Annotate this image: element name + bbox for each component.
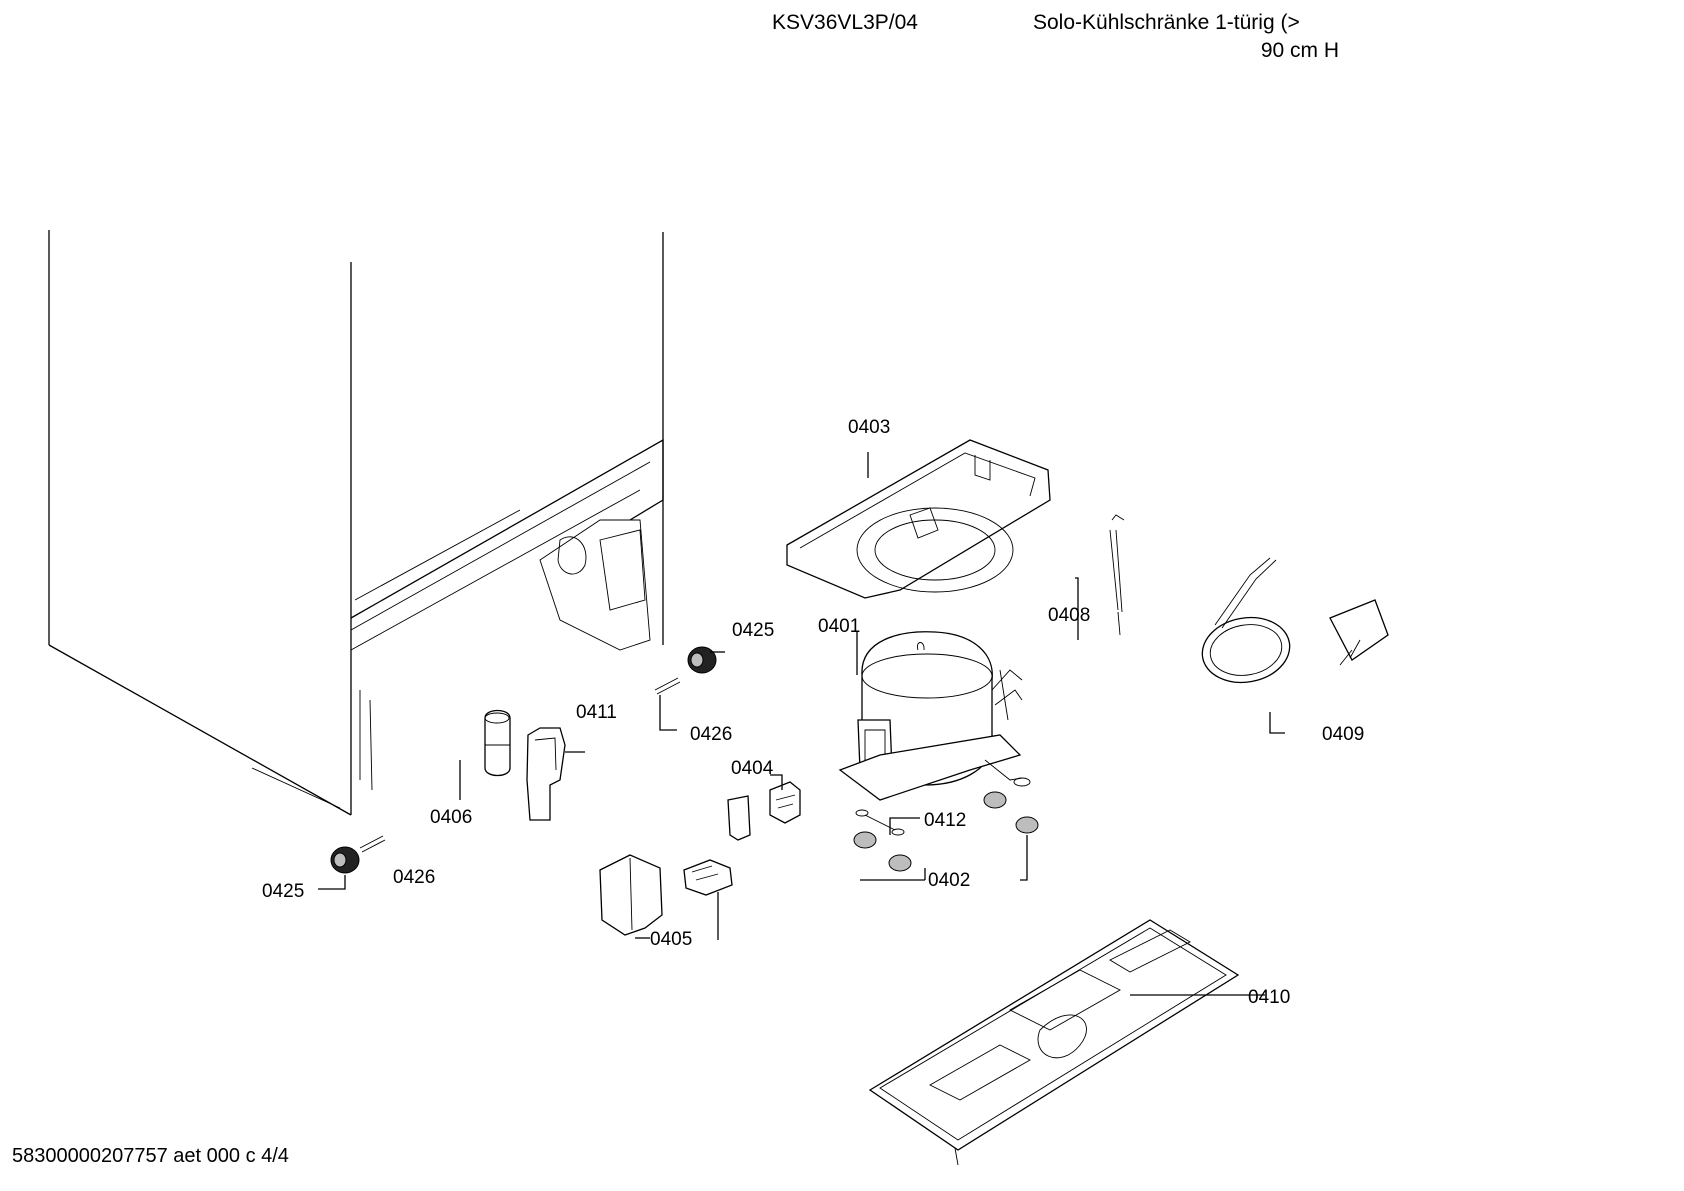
capacitor — [484, 709, 511, 777]
relay-bracket — [526, 727, 566, 821]
label-0426-lower: 0426 — [393, 867, 435, 888]
label-0406: 0406 — [430, 807, 472, 828]
leader-lines — [318, 452, 1285, 996]
label-0402: 0402 — [928, 870, 970, 891]
label-0426-upper: 0426 — [690, 724, 732, 745]
part-labels: 0403 0401 0408 0409 0410 0425 0426 0411 … — [262, 417, 1364, 1008]
label-0403: 0403 — [848, 417, 890, 438]
pin-upper — [654, 677, 681, 695]
label-0425-upper: 0425 — [732, 620, 774, 641]
temperature-sensor — [1109, 514, 1125, 636]
thermostat-0404 — [727, 781, 801, 841]
levelling-foot-upper — [687, 646, 717, 674]
document-code: 58300000207757 aet 000 c 4/4 — [12, 1145, 289, 1167]
appliance-description: Solo-Kühlschränke 1-türig (> — [1033, 11, 1300, 34]
label-0425-lower: 0425 — [262, 881, 304, 902]
mounting-grommets — [853, 791, 1039, 872]
model-number: KSV36VL3P/04 — [772, 11, 918, 34]
label-0410: 0410 — [1248, 987, 1290, 1008]
appliance-description-continued: 90 cm H — [1260, 39, 1339, 62]
drip-tray — [786, 439, 1051, 599]
pin-lower — [359, 835, 386, 853]
label-0408: 0408 — [1048, 605, 1090, 626]
starter-relay — [683, 859, 733, 896]
label-0409: 0409 — [1322, 724, 1364, 745]
label-0405: 0405 — [650, 929, 692, 950]
label-0411: 0411 — [576, 702, 617, 723]
clip-0412 — [855, 809, 905, 836]
power-cord — [1201, 557, 1389, 684]
levelling-foot-lower — [330, 846, 360, 874]
compressor — [838, 631, 1031, 801]
label-0401: 0401 — [818, 616, 860, 637]
cover-0405 — [599, 854, 663, 936]
label-0404: 0404 — [731, 758, 774, 779]
fridge-cabinet — [48, 230, 664, 816]
base-plate — [868, 919, 1240, 1166]
label-0412: 0412 — [924, 810, 966, 831]
